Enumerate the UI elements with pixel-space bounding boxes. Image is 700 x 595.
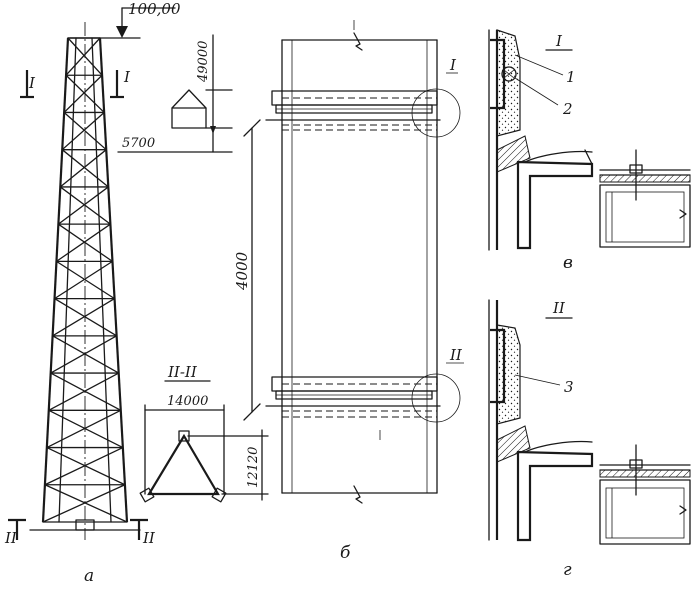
concrete-filling-ii: [496, 324, 521, 425]
height-label: 49000: [196, 41, 211, 83]
bracket-plate: [524, 150, 593, 163]
tower-outline: [41, 22, 129, 540]
tower-diagonal: [59, 186, 112, 225]
section-i-mark: I I: [20, 68, 131, 99]
column-band-upper: I: [265, 56, 461, 138]
section-i-left-label: I: [28, 74, 36, 92]
section-ii-left-label: II: [4, 529, 18, 547]
detail-v-label-2: 2: [562, 100, 573, 118]
tower-diagonal: [61, 111, 105, 151]
caption-v: в: [563, 253, 573, 273]
tower-diagonal: [51, 335, 120, 374]
weld-hatch: [496, 135, 531, 173]
tower-diagonal: [63, 111, 107, 151]
arrow-icon: [210, 126, 216, 134]
house-shape-icon: [171, 89, 207, 129]
section-ii-mark: II II: [4, 518, 156, 547]
elevation-triangle-icon: [116, 26, 128, 38]
tower-diagonal: [44, 446, 124, 486]
tower-diagonal: [46, 446, 126, 486]
tower-diagonal: [50, 372, 122, 411]
spacing-label: 4000: [233, 251, 251, 291]
tower-diagonal: [48, 409, 124, 449]
detail-g-title: II: [552, 299, 566, 317]
tower-diagonal: [57, 223, 114, 263]
callout-i-label: I: [449, 56, 457, 74]
column-band-lower: II: [265, 346, 464, 423]
concrete-filling: [496, 29, 521, 137]
break-mark-top: [353, 32, 363, 51]
break-symbol: [679, 209, 687, 219]
base-label: 5700: [122, 136, 155, 151]
break-symbol-ii: [679, 505, 687, 515]
callout-circle-i: [411, 88, 461, 138]
tower-diagonal: [48, 372, 120, 411]
tower-diagonal: [63, 74, 103, 114]
tower-diagonal: [55, 260, 116, 300]
tower-diagonal: [65, 74, 105, 114]
bolt-nut: [629, 164, 643, 174]
tower-diagonal: [53, 297, 118, 337]
house-elevation-mark: 49000 5700: [117, 34, 233, 153]
tower-diagonal: [61, 149, 109, 188]
plan-node-right: [211, 487, 227, 503]
tower-diagonal: [67, 37, 103, 76]
plan-height-label: 12120: [246, 447, 261, 488]
plan-section-title: II-II: [167, 363, 198, 381]
weld-hatch-ii: [496, 425, 531, 463]
tower-diagonal: [53, 260, 114, 300]
callout-circle-ii: [411, 373, 461, 423]
caption-a: а: [84, 566, 94, 586]
beam-detail-g: [599, 444, 691, 545]
elevation-mark-top: 100,00: [69, 0, 181, 39]
elevation-label: 100,00: [128, 0, 181, 18]
callout-ii-label: II: [449, 346, 463, 364]
sealant-cord: [501, 66, 517, 82]
beam-detail-v: [599, 149, 691, 248]
section-ii-right-label: II: [142, 529, 156, 547]
detail-v-title: I: [555, 32, 563, 50]
detail-v: I 1 2 в: [488, 29, 691, 273]
steel-sheet: [490, 38, 506, 110]
tower-diagonal: [44, 484, 128, 523]
plan-section: II-II 14000 12120: [139, 363, 269, 503]
tower-diagonal: [46, 409, 122, 449]
tower-diagonal: [50, 335, 118, 374]
section-i-right-label: I: [123, 68, 131, 86]
tower-diagonal: [59, 149, 107, 188]
angle-profile: [516, 160, 594, 250]
detail-g: II 3 г: [488, 299, 691, 580]
caption-g: г: [563, 560, 572, 580]
tower-diagonal: [65, 37, 101, 76]
plan-node-left: [139, 487, 155, 503]
tower-diagonal: [42, 484, 126, 523]
plan-width-label: 14000: [167, 394, 208, 409]
bolt-nut-ii: [629, 459, 643, 469]
bracket-plate-ii: [524, 440, 593, 453]
tower-diagonal: [55, 223, 112, 263]
caption-b: б: [340, 543, 351, 563]
tower-bracing: [42, 37, 128, 523]
tower-elevation: 100,00 I I II: [4, 0, 181, 586]
tower-diagonal: [51, 297, 116, 337]
column-spacing-dimension: 4000: [233, 119, 261, 421]
angle-profile-ii: [516, 450, 594, 542]
steel-sheet-ii: [490, 328, 506, 404]
column-view: I II 4000 б: [233, 20, 464, 563]
detail-v-label-1: 1: [566, 68, 576, 86]
detail-g-label-3: 3: [564, 378, 574, 396]
break-mark-bottom: [353, 485, 363, 504]
tower-diagonal: [57, 186, 109, 225]
plan-triangle: [147, 433, 220, 496]
